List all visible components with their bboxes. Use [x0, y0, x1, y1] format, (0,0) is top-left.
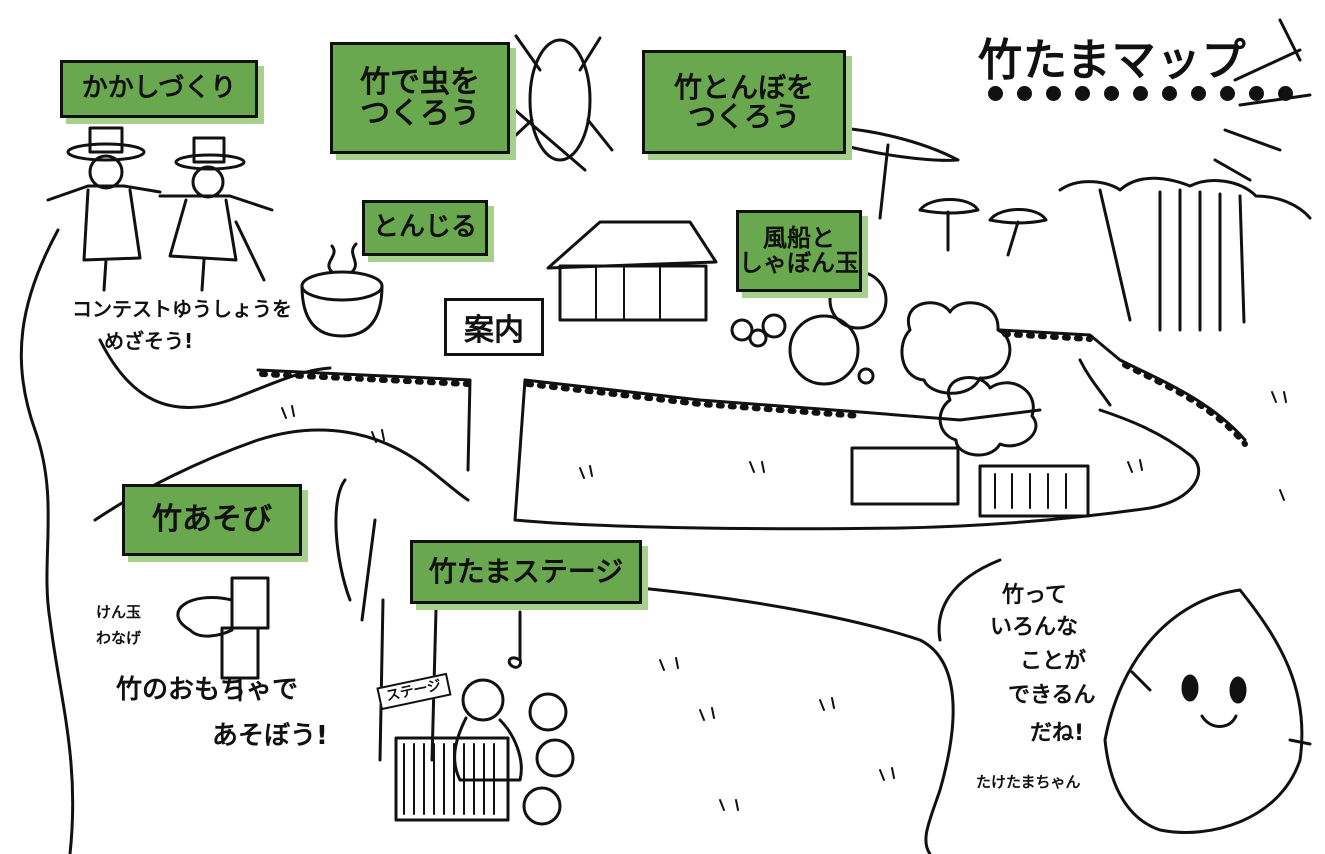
bush-1	[900, 301, 1012, 395]
note-contest-2: めざそう!	[104, 329, 194, 353]
music-note	[507, 610, 522, 669]
audience-3	[522, 786, 562, 826]
road-center-left	[513, 378, 1201, 531]
bush-2	[938, 376, 1038, 457]
scarecrow-hat-1	[66, 142, 146, 162]
audience-1	[528, 692, 568, 732]
road-left-bottom	[93, 428, 470, 522]
hut-body	[558, 264, 708, 322]
copter-1	[918, 198, 980, 252]
note-toys-1: 竹のおもちゃで	[116, 675, 299, 705]
road-right-fence	[1002, 331, 1248, 447]
label-mushi[interactable]: 竹で虫を つくろう	[330, 42, 510, 154]
bamboo-leaves	[1213, 18, 1312, 182]
road-center-top	[523, 378, 1042, 422]
forest-canopy	[1058, 176, 1312, 220]
map-title: 竹たまマップ	[978, 35, 1247, 86]
info-sign[interactable]: 案内	[444, 298, 544, 356]
label-fusen[interactable]: 風船と しゃぼん玉	[736, 210, 862, 292]
note-toys-2: あそぼう!	[212, 721, 328, 751]
character-eye-left	[1181, 674, 1199, 702]
label-asobi[interactable]: 竹あそび	[122, 484, 302, 556]
stage-path	[334, 478, 377, 622]
tonbo-blade	[838, 126, 960, 162]
character-body	[1103, 588, 1304, 834]
forest-trunks	[1098, 188, 1246, 332]
note-kendama-1: けん玉	[96, 603, 142, 621]
label-tonbo[interactable]: 竹とんぼを つくろう	[642, 50, 846, 154]
road-left-top	[256, 368, 472, 472]
scarecrow-head-1	[88, 154, 124, 190]
speech-line-2: いろんな	[990, 615, 1079, 640]
road-right-inner	[1078, 358, 1112, 407]
label-kakashi[interactable]: かかしづくり	[60, 60, 258, 118]
field-lower	[638, 586, 955, 854]
kendama-handle	[220, 626, 260, 680]
bubble-4	[857, 367, 875, 385]
note-contest-1: コンテストゆうしょうを	[72, 297, 292, 321]
board-1	[850, 446, 960, 506]
bubble-1	[730, 318, 754, 342]
board-2-lines	[994, 473, 1067, 509]
bubble-2	[748, 328, 768, 348]
scarecrow-head-2	[191, 165, 225, 199]
speech-line-3: ことが	[1020, 649, 1087, 674]
scarecrow-hatbox-1	[88, 126, 124, 154]
pot-steam	[327, 242, 358, 274]
tonbo-stick	[878, 143, 890, 220]
character-mouth	[1200, 714, 1238, 728]
grass-ticks	[281, 391, 1287, 811]
character-eye-right	[1229, 676, 1247, 704]
hut-roof	[546, 220, 718, 270]
road-center-fence	[525, 381, 863, 419]
hut-lines	[595, 267, 661, 319]
kendama-string	[176, 596, 234, 638]
scarecrow-body-2	[158, 194, 274, 292]
bug-body	[528, 38, 592, 162]
pot-rim	[300, 270, 384, 302]
character-arm	[1130, 670, 1312, 746]
bug-stick	[513, 108, 587, 172]
road-left-fence	[259, 371, 471, 387]
bug-legs	[498, 34, 614, 152]
pot-body	[300, 284, 384, 338]
scarecrow-hat-2	[174, 153, 246, 171]
scarecrow-hatbox-2	[192, 136, 226, 164]
kendama-cup	[230, 576, 270, 630]
speech-line-5: だね!	[1030, 721, 1085, 746]
bubble-3	[761, 313, 787, 339]
title-dots	[988, 86, 1293, 101]
label-tonjiru[interactable]: とんじる	[362, 200, 488, 256]
audience-2	[535, 738, 575, 778]
speech-line-4: できるん	[1008, 683, 1096, 708]
label-stage[interactable]: 竹たまステージ	[410, 540, 642, 604]
field-right	[937, 558, 1002, 642]
character-name: たけたまちゃん	[976, 773, 1081, 791]
balloon-1	[788, 314, 860, 386]
scarecrow-body-1	[46, 184, 162, 292]
copter-2	[988, 208, 1048, 257]
speech-line-1: 竹って	[1002, 583, 1067, 608]
left-path-edge	[19, 228, 75, 854]
note-kendama-2: わなげ	[96, 629, 142, 647]
performer-head	[461, 678, 505, 722]
stage-pole-left	[378, 598, 385, 762]
board-2	[978, 464, 1090, 518]
performer-body	[453, 716, 523, 782]
